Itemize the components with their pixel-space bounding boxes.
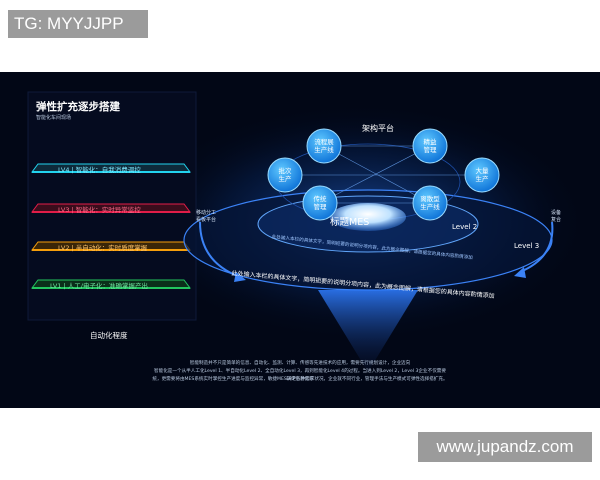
node-connections	[287, 145, 482, 204]
node-label-5: 传统管理	[313, 195, 327, 211]
diagram-panel: 弹性扩充逐步搭建 智能化车间现场 LV4 | 智能化：自我消费调控 LV3 | …	[0, 72, 600, 408]
node-circle-1	[306, 128, 342, 164]
node-circle-6	[412, 185, 448, 221]
left-side-label: 移动分工看板平台	[195, 210, 216, 223]
level2-label: Level 2	[452, 223, 478, 231]
node-label-4: 大量生产	[475, 167, 489, 183]
right-side-label: 设备复合	[550, 210, 561, 223]
watermark-bottom-right: www.jupandz.com	[418, 432, 592, 462]
left-panel-subtitle: 智能化车间现场	[36, 115, 72, 121]
node-circle-3	[267, 157, 303, 193]
bottom-text-line-3: 统，更需要将由MES系统实时掌控生产进度与监控异常，敏捷MES满足各种需求状况，…	[152, 377, 448, 382]
level-plate-lv4	[31, 163, 191, 173]
bottom-text-line-1: 智能制造并不只是简单的信息、自动化、监测、计算、传感等先进技术的应用，需要先行规…	[189, 361, 411, 366]
left-arrow-curve	[199, 221, 241, 278]
level-label-lv4: LV4 | 智能化：自我消费调控	[58, 166, 141, 174]
diagram-graphics	[27, 91, 590, 372]
mes-center-label: 标题MES	[330, 217, 370, 228]
node-label-3: 批次生产	[278, 167, 292, 183]
node-circle-2	[412, 128, 448, 164]
cone-beam	[318, 290, 418, 372]
automation-axis-label: 自动化程度	[90, 331, 128, 340]
node-circle-4	[464, 157, 500, 193]
platform-title: 架构平台	[362, 124, 394, 133]
level3-label: Level 3	[514, 242, 540, 250]
node-label-2: 精益管理	[423, 138, 437, 154]
right-arrow-head	[514, 267, 526, 278]
node-label-1: 流程展生产线	[314, 138, 334, 154]
right-arrow-curve	[519, 221, 554, 273]
level-label-lv2: LV2 | 半自动化：实时质度掌握	[58, 244, 148, 252]
bottom-text-line-2: 智能化是一个从半人工化Level 1、半自动化Level 2、全自动化Level…	[154, 369, 446, 382]
level-plate-lv1	[31, 279, 191, 289]
level-label-lv1: LV1 | 人工/电子化：准确掌握产出	[50, 282, 149, 290]
level-label-lv3: LV3 | 智能化：实时异常监控	[58, 206, 141, 214]
node-circle-5	[302, 185, 338, 221]
left-arrow-head	[234, 272, 246, 282]
watermark-top-left: TG: MYYJJPP	[8, 10, 148, 38]
left-panel-title: 弹性扩充逐步搭建	[36, 101, 120, 113]
node-label-6: 离散型生产线	[420, 195, 440, 211]
level-plate-lv3	[31, 203, 191, 213]
mes-center-glow	[330, 203, 406, 231]
